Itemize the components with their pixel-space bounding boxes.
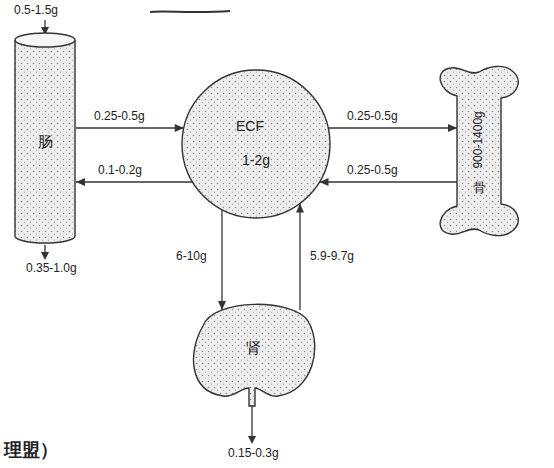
amount-label: 理盟） [2, 440, 60, 461]
flow-amount: 0.25-0.5g [345, 110, 400, 124]
node-text: 肠 [38, 133, 53, 150]
flow-amount: 0.25-0.5g [92, 110, 147, 124]
arrow-head [41, 252, 49, 260]
cylinder-node: 肠 [14, 32, 76, 244]
urine-line [251, 406, 252, 440]
arrow-head [76, 178, 85, 186]
flow-amount: 0.1-0.2g [96, 164, 144, 178]
flow-connector [76, 127, 184, 128]
arrow-head [248, 436, 256, 444]
node-text: 骨 [473, 181, 486, 196]
node-text: 1-2g [242, 152, 270, 168]
flow-connector [328, 127, 457, 128]
arrow-head [175, 124, 184, 132]
scribble [150, 11, 230, 12]
flow-connector [319, 181, 457, 182]
node-text: ECF [236, 118, 264, 134]
flow-amount: 5.9-9.7g [308, 250, 356, 264]
flow-amount: 6-10g [174, 250, 209, 264]
flow-amount: 0.25-0.5g [345, 164, 400, 178]
flow-connector [76, 181, 193, 182]
flow-connector [221, 210, 222, 310]
kidney-node: 肾 [183, 296, 323, 408]
circle-outline [180, 68, 332, 220]
amount-label: 0.15-0.3g [226, 447, 281, 461]
node-text: 900-1400g [472, 111, 486, 168]
node-text: 肾 [246, 339, 261, 356]
bone-node: 900-1400g 骨 [425, 62, 533, 240]
circle-node: ECF 1-2g [180, 68, 332, 220]
flow-connector [299, 203, 300, 310]
amount-label: 0.35-1.0g [24, 262, 79, 276]
amount-label: 0.5-1.5g [12, 4, 60, 18]
arrow-head [448, 124, 457, 132]
